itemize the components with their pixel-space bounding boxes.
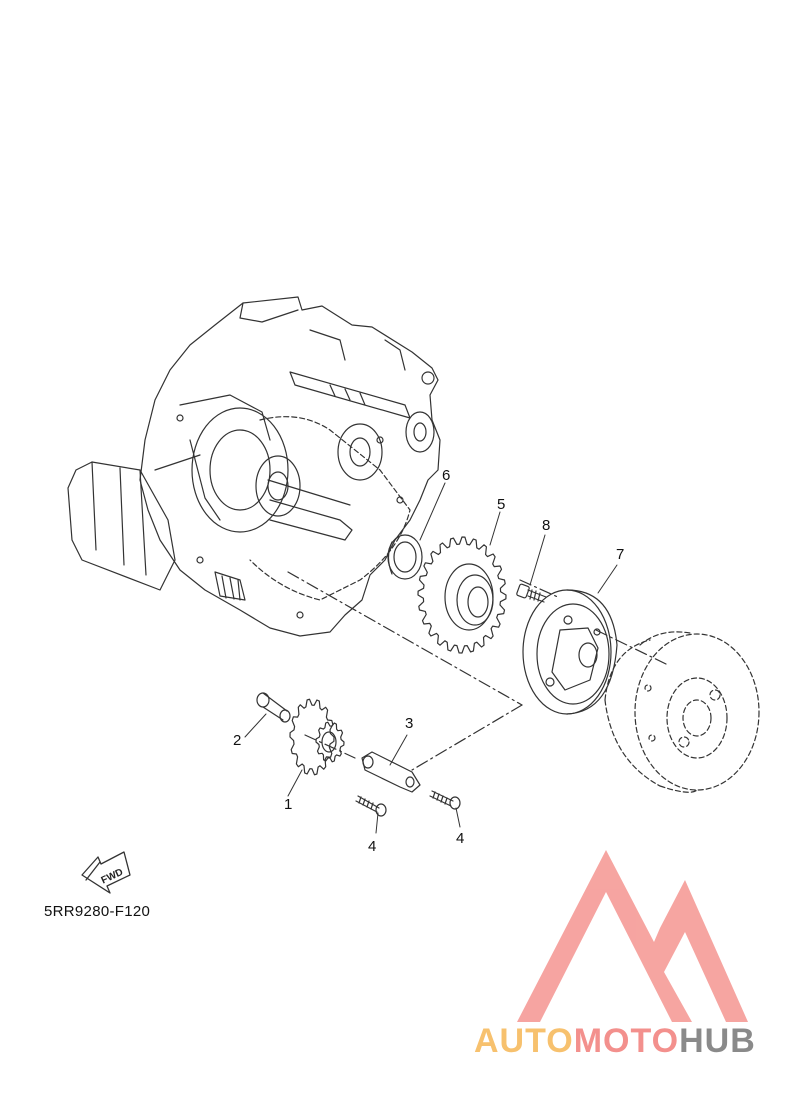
callout-6: 6 <box>442 467 451 484</box>
part-6-oil-seal <box>387 534 423 580</box>
part-4-screw-right <box>429 790 461 810</box>
callout-7: 7 <box>616 546 625 563</box>
part-8-bolt <box>516 583 547 603</box>
callout-8: 8 <box>542 517 551 534</box>
callout-3: 3 <box>405 715 414 732</box>
part-3-plate <box>361 751 421 793</box>
fwd-arrow-icon <box>81 851 131 894</box>
callout-2: 2 <box>233 732 242 749</box>
part-7-starter-clutch <box>522 589 618 715</box>
automotohub-wordmark: AUTOMOTOHUB <box>474 1022 756 1061</box>
flywheel-rotor <box>604 631 760 793</box>
part-5-starter-wheel-gear <box>417 536 507 654</box>
brand-part-moto: MOTO <box>573 1022 680 1060</box>
crankcase-assembly <box>67 296 441 637</box>
brand-part-auto: AUTO <box>474 1022 574 1060</box>
brand-part-hub: HUB <box>679 1022 756 1060</box>
part-2-shaft <box>256 692 291 723</box>
leader-lines <box>244 482 618 834</box>
callout-4-left: 4 <box>368 838 377 855</box>
callout-4-right: 4 <box>456 830 465 847</box>
diagram-code: 5RR9280-F120 <box>44 903 151 920</box>
callout-5: 5 <box>497 496 506 513</box>
callout-1: 1 <box>284 796 293 813</box>
part-4-screw-left <box>355 795 387 817</box>
part-1-idle-gear <box>289 698 345 776</box>
automotohub-logo-mark <box>517 850 748 1022</box>
